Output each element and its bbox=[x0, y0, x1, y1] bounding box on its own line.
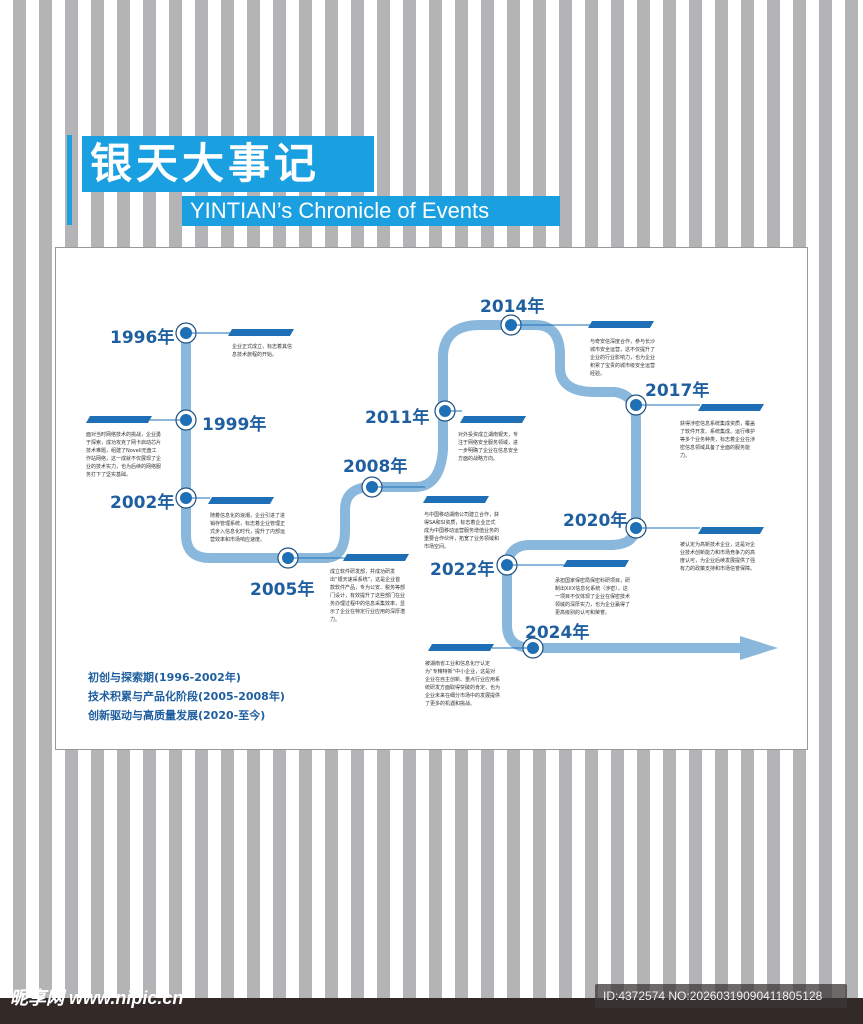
event-description: 承担国家保密局保密科研项目，研制出XXX信息化系统（涉密），这一项目不仅体现了企… bbox=[555, 578, 631, 616]
event-year: 2024年 bbox=[525, 623, 590, 643]
event-description: 对外投资成立湖南银天，专注于网络安全服务领域，进一步明确了企业在信息安全方面的战… bbox=[458, 432, 519, 462]
event-tag-bar bbox=[422, 496, 490, 503]
event-tag-bar bbox=[562, 560, 630, 567]
watermark-id: ID:4372574 NO:20260319090411805128 bbox=[595, 984, 847, 1008]
event-year: 2014年 bbox=[480, 297, 545, 317]
legend-item: 创新驱动与高质量发展(2020-至今) bbox=[88, 709, 266, 722]
event-year: 2020年 bbox=[563, 511, 628, 531]
legend-item: 技术积累与产品化阶段(2005-2008年) bbox=[88, 690, 285, 703]
event-description: 企业正式成立，标志着其信息技术旅程的开始。 bbox=[232, 344, 293, 358]
event-tag-bar bbox=[587, 321, 655, 328]
event-tag-bar bbox=[227, 329, 295, 336]
event-year: 2017年 bbox=[645, 381, 710, 401]
event-tag-bar bbox=[207, 497, 275, 504]
event-year: 2008年 bbox=[343, 457, 408, 477]
arrow-head-icon bbox=[740, 636, 778, 660]
event-description: 与中国移动湖南公司建立合作，获得SA和SI资质，标志着企业正式成为中国移动运营服… bbox=[424, 512, 500, 550]
watermark-logo: 昵享网 www.nipic.cn bbox=[10, 988, 184, 1008]
event-description: 面对当时网络技术的挑战，企业勇于探索，成功攻克了网卡启动芯片技术难题，组建了No… bbox=[86, 432, 162, 478]
event-description: 被湖南省工业和信息化厅认定为“专精特新”中小企业，这是对企业在自主创新、重点行业… bbox=[425, 661, 501, 707]
title-accent-bar bbox=[67, 135, 72, 225]
event-tag-bar bbox=[459, 416, 527, 423]
timeline-path bbox=[181, 320, 760, 653]
event-year: 1999年 bbox=[202, 415, 267, 435]
event-tag-bar bbox=[697, 527, 765, 534]
legend-item: 初创与探索期(1996-2002年) bbox=[88, 671, 241, 684]
event-tag-bar bbox=[697, 404, 765, 411]
event-description: 成立软件研发部，并成功研发出“银天速采系统”，这是企业首款软件产品，专为公安、税… bbox=[330, 569, 406, 623]
event-year: 2002年 bbox=[110, 493, 175, 513]
event-tag-bar bbox=[427, 644, 495, 651]
event-year: 2005年 bbox=[250, 580, 315, 600]
event-description: 随着信息化的浪潮，企业引进了进销存管理系统，标志着企业管理正式步入信息化时代，提… bbox=[210, 513, 286, 543]
event-description: 与奇安信深度合作，参与长沙城市安全运营，这不仅提升了企业的行业影响力，也为企业积… bbox=[590, 339, 656, 377]
event-description: 获得涉密信息系统集成资质，覆盖了软件开发、系统集成、运行维护等多个业务种类，标志… bbox=[680, 421, 756, 459]
page-subtitle: YINTIAN’s Chronicle of Events bbox=[182, 196, 560, 226]
event-year: 2022年 bbox=[430, 560, 495, 580]
event-tag-bar bbox=[342, 554, 410, 561]
event-year: 1996年 bbox=[110, 328, 175, 348]
event-tag-bar bbox=[85, 416, 153, 423]
event-year: 2011年 bbox=[365, 408, 430, 428]
page-title: 银天大事记 bbox=[82, 136, 374, 192]
event-description: 被认定为高新技术企业，这是对企业技术创新能力和市场竞争力的高度认可，为企业后续发… bbox=[680, 542, 756, 572]
